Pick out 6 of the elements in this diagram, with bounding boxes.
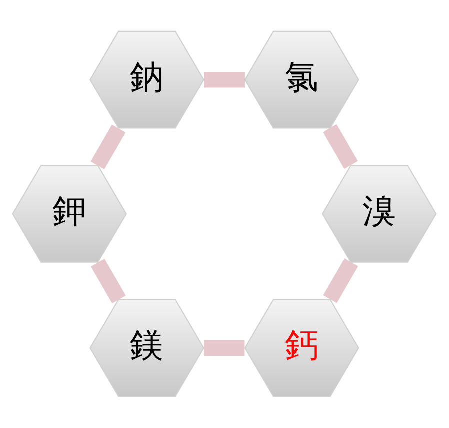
connector	[204, 72, 245, 88]
connector	[90, 124, 126, 170]
connector	[323, 124, 358, 170]
connector	[90, 258, 126, 304]
connector	[204, 340, 245, 356]
connector	[323, 258, 358, 304]
